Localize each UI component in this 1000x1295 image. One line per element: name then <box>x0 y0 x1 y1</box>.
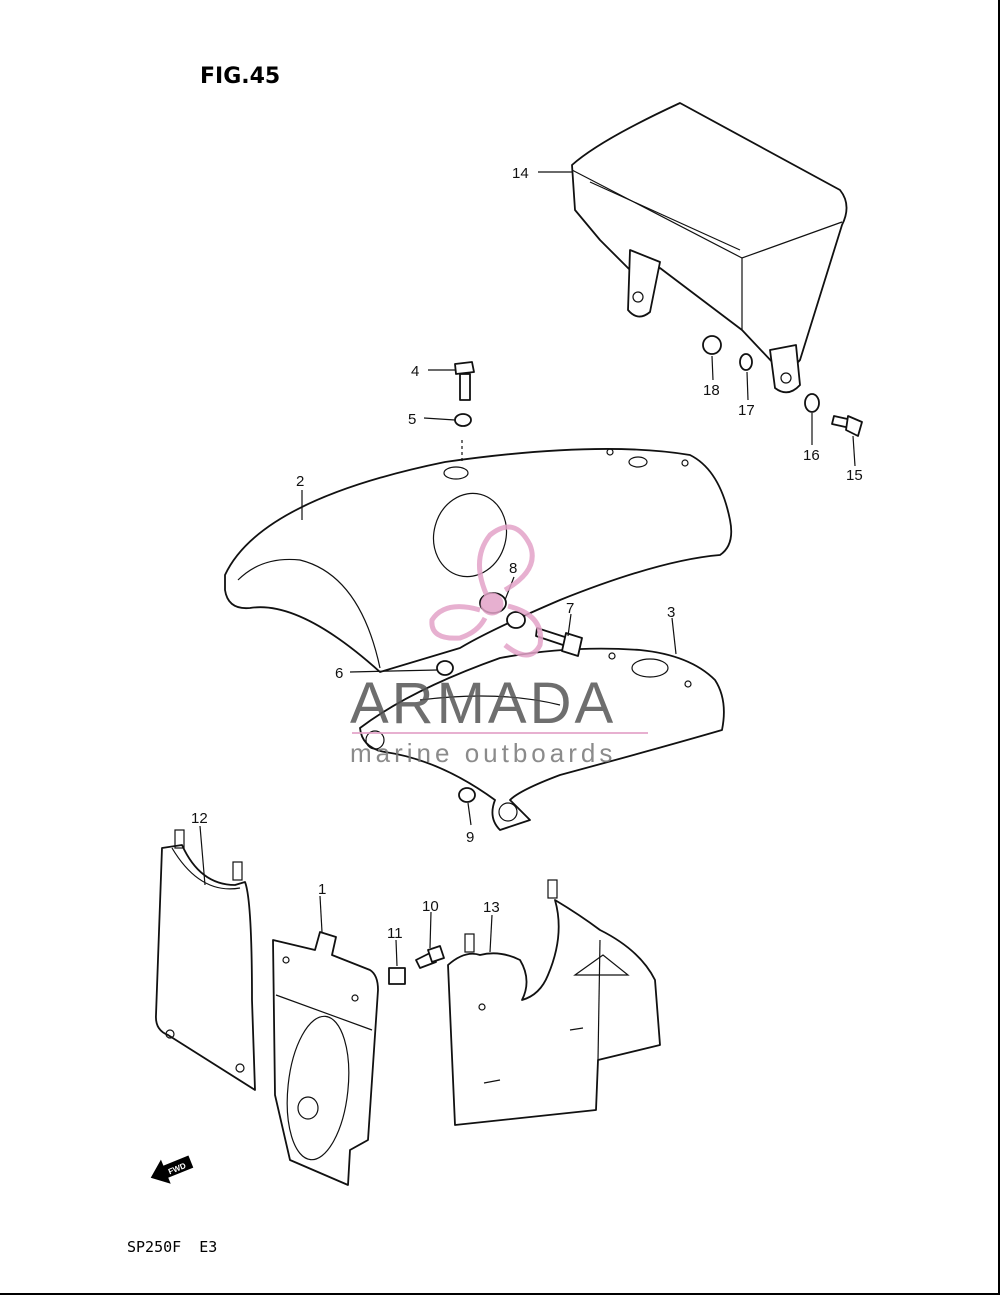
part-12-left-plate <box>155 829 256 1091</box>
part-10-bolt <box>415 945 445 969</box>
watermark-brand: ARMADA <box>350 671 616 736</box>
part-5-washer <box>454 413 472 427</box>
callout-3: 3 <box>667 604 675 621</box>
leader-lines <box>199 171 856 967</box>
part-7-bolt <box>535 627 583 657</box>
part-18-nut <box>702 335 722 355</box>
watermark-tagline: marine outboards <box>350 738 616 768</box>
callout-15: 15 <box>846 467 863 484</box>
callout-10: 10 <box>422 898 439 915</box>
part-16-washer <box>804 393 820 413</box>
armada-watermark: ARMADA marine outboards <box>350 524 648 768</box>
callout-14: 14 <box>512 165 529 182</box>
callout-5: 5 <box>408 411 416 428</box>
callout-7: 7 <box>566 600 574 617</box>
callout-8: 8 <box>509 560 517 577</box>
fwd-arrow-icon: FWD <box>150 1155 194 1184</box>
part-11-spacer <box>388 967 406 985</box>
callout-18: 18 <box>703 382 720 399</box>
callout-9: 9 <box>466 829 474 846</box>
callout-6: 6 <box>335 665 343 682</box>
callout-1: 1 <box>318 881 326 898</box>
part-9-nut <box>458 787 476 803</box>
part-1-center-plate <box>272 931 379 1186</box>
callout-17: 17 <box>738 402 755 419</box>
part-15-bolt <box>831 415 863 437</box>
part-17-washer <box>739 353 753 371</box>
part-6-nut <box>436 660 454 676</box>
figure-title: FIG.45 <box>200 64 280 89</box>
part-14-seat-cowl <box>571 102 848 394</box>
callout-2: 2 <box>296 473 304 490</box>
callout-16: 16 <box>803 447 820 464</box>
propeller-logo <box>429 524 544 658</box>
model-code: SP250F E3 <box>127 1238 217 1256</box>
part-4-bolt <box>454 361 475 401</box>
callout-4: 4 <box>411 363 419 380</box>
part-13-right-plate <box>447 879 661 1126</box>
callout-12: 12 <box>191 810 208 827</box>
callout-13: 13 <box>483 899 500 916</box>
callout-11: 11 <box>387 925 403 942</box>
